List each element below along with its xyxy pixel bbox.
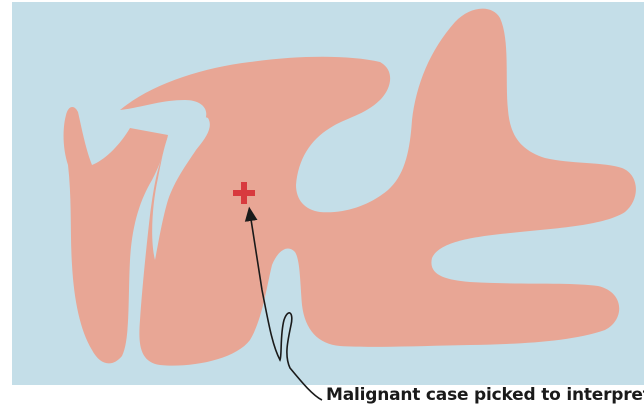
annotation-label: Malignant case picked to interpret [326, 385, 644, 405]
